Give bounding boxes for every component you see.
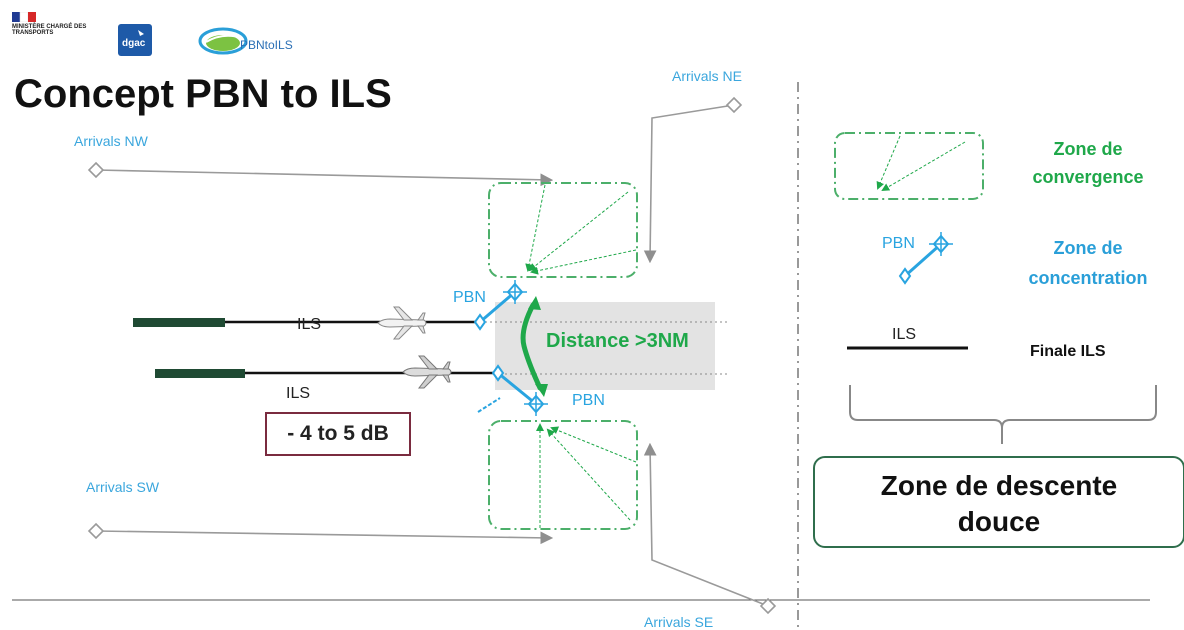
arrivals-ne-label: Arrivals NE — [672, 68, 743, 84]
ministry-logo: MINISTÈRE CHARGÉ DES TRANSPORTS — [12, 24, 87, 36]
pbn-label-south: PBN — [572, 392, 605, 409]
aircraft-north-icon — [377, 306, 427, 340]
legend-convergence-label: Zone de convergence — [1018, 135, 1158, 191]
legend-brace — [849, 385, 1157, 444]
arrivals-nw-label: Arrivals NW — [74, 133, 148, 149]
convergence-zone-south — [488, 420, 638, 530]
legend-concentration-label: Zone de concentration — [1006, 233, 1170, 293]
page-title: Concept PBN to ILS — [14, 72, 392, 116]
distance-label: Distance >3NM — [546, 330, 689, 352]
arrival-routes — [95, 104, 769, 607]
legend-pbn-icon — [898, 232, 953, 285]
descente-douce-box: Zone de descente douce — [813, 456, 1184, 548]
ils-label-north: ILS — [297, 316, 322, 333]
french-flag-icon — [12, 12, 36, 22]
entry-point-icons — [87, 96, 777, 615]
legend-convergence-sample — [834, 132, 984, 200]
pbn-to-ils-logo-text: PBNtoILS — [240, 38, 293, 52]
distance-arrow-icon — [520, 302, 543, 391]
descente-line1: Zone de descente — [880, 470, 1118, 501]
pbn-label-north: PBN — [453, 289, 486, 306]
legend-convergence-line2: convergence — [1032, 167, 1144, 187]
arrivals-se-label: Arrivals SE — [644, 614, 714, 630]
descente-line2: douce — [957, 506, 1041, 537]
legend-concentration-line1: Zone de — [1053, 238, 1123, 258]
missed-approach-arrow — [477, 397, 501, 413]
pbn-segment-south-icon — [491, 364, 548, 416]
ils-label-south: ILS — [286, 385, 311, 402]
legend-pbn-label: PBN — [882, 235, 915, 252]
legend-convergence-line1: Zone de — [1053, 139, 1123, 159]
convergence-zone-north — [488, 182, 638, 278]
pbn-segment-north-icon — [473, 280, 527, 331]
dgac-logo-text: dgac — [122, 38, 146, 49]
arrivals-sw-label: Arrivals SW — [86, 479, 160, 495]
legend-concentration-line2: concentration — [1028, 268, 1148, 288]
noise-reduction-box: - 4 to 5 dB — [265, 412, 411, 456]
dgac-logo — [118, 24, 152, 56]
runway-south — [155, 369, 245, 378]
aircraft-south-icon — [402, 355, 452, 389]
legend-ils-label: ILS — [892, 326, 917, 343]
runway-north — [133, 318, 225, 327]
legend-finale-ils-label: Finale ILS — [1030, 343, 1106, 360]
pbn-to-ils-logo-icon — [198, 27, 248, 55]
